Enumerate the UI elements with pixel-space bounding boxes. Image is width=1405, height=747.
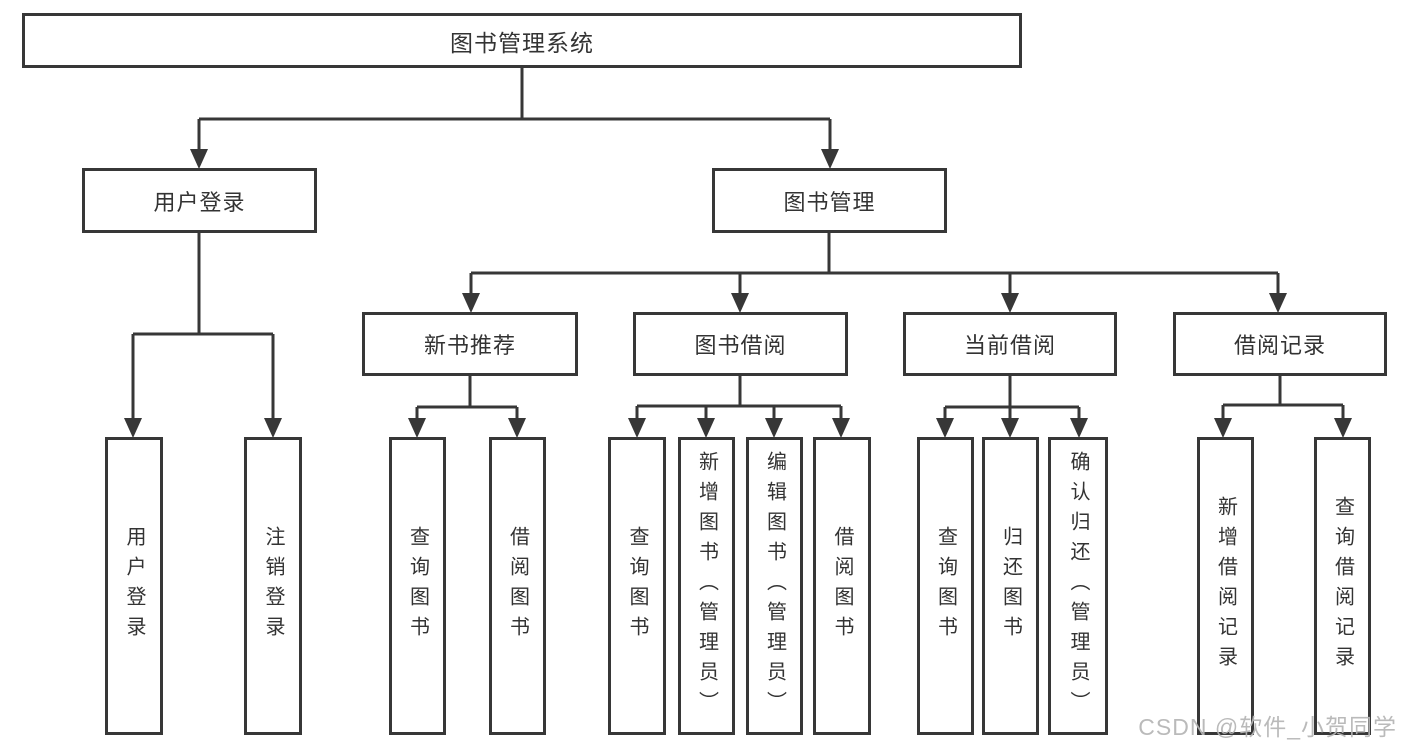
node-root-system: 图书管理系统	[22, 13, 1022, 68]
leaf-label: 借阅图书	[831, 526, 853, 646]
leaf-label: 查询图书	[626, 526, 648, 646]
leaf-query-books-1: 查询图书	[389, 437, 446, 735]
leaf-edit-books-admin: 编辑图书（管理员）	[746, 437, 803, 735]
node-borrow-record: 借阅记录	[1173, 312, 1387, 376]
leaf-label: 注销登录	[262, 526, 284, 646]
leaf-borrow-books-1: 借阅图书	[489, 437, 546, 735]
arrowheads	[124, 149, 1352, 438]
node-new-book-recommend: 新书推荐	[362, 312, 578, 376]
node-book-borrow: 图书借阅	[633, 312, 848, 376]
node-current-borrow: 当前借阅	[903, 312, 1117, 376]
leaf-add-books-admin: 新增图书（管理员）	[678, 437, 735, 735]
leaf-user-login: 用户登录	[105, 437, 163, 735]
leaf-return-books: 归还图书	[982, 437, 1039, 735]
leaf-label: 新增借阅记录	[1214, 496, 1237, 676]
leaf-query-borrow-record: 查询借阅记录	[1314, 437, 1371, 735]
leaf-label: 新增图书（管理员）	[695, 451, 718, 721]
leaf-label: 查询借阅记录	[1331, 496, 1354, 676]
leaf-logout: 注销登录	[244, 437, 302, 735]
csdn-watermark: CSDN @软件_小贺同学	[1138, 714, 1397, 740]
leaf-label: 用户登录	[123, 526, 145, 646]
leaf-label: 借阅图书	[506, 526, 529, 646]
node-user-login: 用户登录	[82, 168, 317, 233]
leaf-add-borrow-record: 新增借阅记录	[1197, 437, 1254, 735]
node-book-management: 图书管理	[712, 168, 947, 233]
leaf-query-books-3: 查询图书	[917, 437, 974, 735]
leaf-confirm-return-admin: 确认归还（管理员）	[1048, 437, 1108, 735]
leaf-label: 确认归还（管理员）	[1067, 451, 1089, 721]
leaf-borrow-books-2: 借阅图书	[813, 437, 871, 735]
leaf-query-books-2: 查询图书	[608, 437, 666, 735]
leaf-label: 查询图书	[406, 526, 429, 646]
leaf-label: 编辑图书（管理员）	[763, 451, 786, 721]
leaf-label: 归还图书	[999, 526, 1022, 646]
leaf-label: 查询图书	[934, 526, 957, 646]
